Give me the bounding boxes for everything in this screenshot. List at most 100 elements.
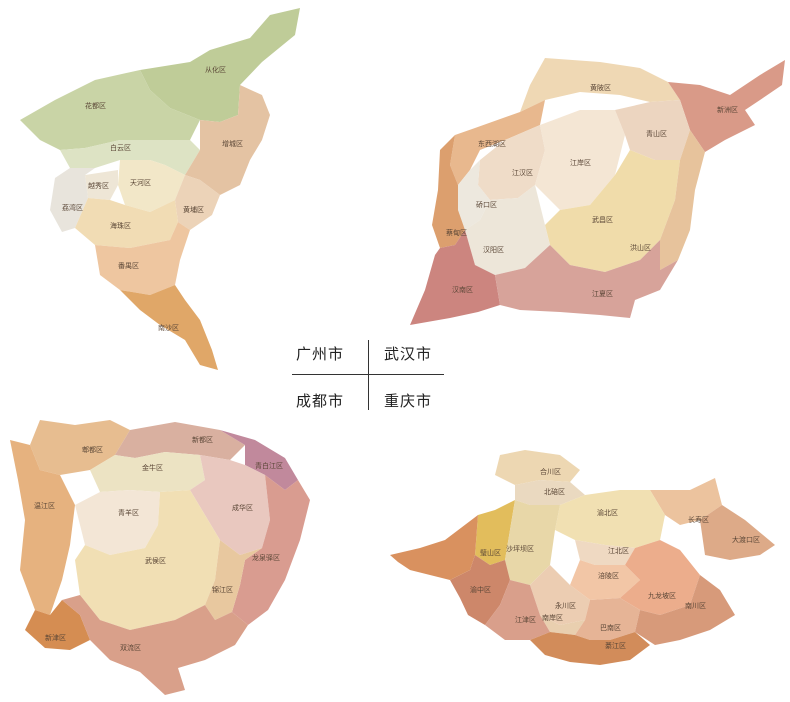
- region-wenjiang: [10, 440, 75, 615]
- label-shuangliu: 双流区: [120, 643, 141, 652]
- region-zengcheng: [185, 85, 270, 195]
- label-huadu: 花都区: [85, 101, 106, 110]
- label-changshou: 长寿区: [688, 515, 709, 524]
- region-chenghua: [190, 455, 270, 555]
- region-yubei: [555, 490, 665, 548]
- region-qingyang: [75, 490, 160, 555]
- label-hongshan: 洪山区: [630, 243, 651, 252]
- label-pidu: 郫都区: [82, 445, 103, 454]
- label-chongqing-city: 重庆市: [384, 392, 433, 410]
- guangzhou-labels: 从化区 花都区 白云区 增城区 天河区 越秀区 荔湾区 黄埔区 海珠区 番禺区 …: [62, 65, 243, 332]
- label-zengcheng: 增城区: [222, 139, 243, 148]
- label-yongchuan: 渝中区: [470, 585, 491, 594]
- label-jianghan: 江汉区: [512, 169, 533, 177]
- label-huangpu: 黄埔区: [183, 205, 204, 214]
- region-qingbaijiang: [220, 430, 298, 490]
- region-hechuan: [495, 450, 580, 485]
- region-wuchang: [545, 150, 680, 272]
- region-tianhe: [118, 160, 185, 212]
- region-panyu: [95, 222, 190, 295]
- label-banan: 巴南区: [600, 623, 621, 632]
- region-conghua: [140, 8, 300, 122]
- label-yuzhong: 涪陵区: [598, 571, 619, 580]
- region-beibei: [515, 480, 585, 505]
- region-huadu: [20, 70, 200, 150]
- wuhan-labels: 黄陂区 新洲区 东西湖区 江汉区 江岸区 青山区 硚口区 武昌区 蔡甸区 汉阳区…: [446, 83, 738, 298]
- map-chengdu: 郫都区 新都区 青白江区 金牛区 温江区 青羊区 成华区 武侯区 龙泉驿区 锦江…: [10, 420, 310, 695]
- region-shuangliu: [62, 595, 248, 695]
- region-nanchuan: [635, 575, 735, 645]
- region-huangpu: [175, 175, 220, 230]
- region-nansha: [120, 285, 218, 370]
- label-qingshan: 青山区: [646, 129, 667, 138]
- label-conghua: 从化区: [205, 65, 226, 74]
- label-xinzhou: 新洲区: [717, 105, 738, 114]
- region-longquanyi: [232, 475, 310, 625]
- label-liwan: 荔湾区: [62, 203, 83, 212]
- region-xindu: [115, 422, 245, 460]
- region-huangpi: [520, 58, 680, 112]
- label-hanyang: 汉阳区: [483, 245, 504, 254]
- map-guangzhou: 从化区 花都区 白云区 增城区 天河区 越秀区 荔湾区 黄埔区 海珠区 番禺区 …: [20, 8, 300, 370]
- label-dongxihu: 东西湖区: [478, 139, 506, 148]
- label-jiangxia: 江夏区: [592, 290, 613, 298]
- region-bishan: [475, 500, 515, 565]
- region-jiangxia: [495, 240, 678, 318]
- label-tianhe: 天河区: [130, 179, 151, 187]
- region-qijiang: [530, 632, 650, 665]
- label-chenghua: 成华区: [232, 503, 253, 512]
- label-dadukou: 南岸区: [542, 613, 563, 622]
- label-xindu: 新都区: [192, 435, 213, 444]
- label-bishan: 璧山区: [480, 548, 501, 557]
- region-xinjin: [25, 600, 90, 650]
- region-jianghan: [478, 125, 545, 200]
- region-yuzhong: [570, 560, 640, 600]
- label-jiangan: 江岸区: [570, 159, 591, 167]
- label-jiangbei: 江北区: [608, 547, 629, 555]
- label-qiaokou: 硚口区: [476, 201, 497, 209]
- label-qingyang: 青羊区: [118, 508, 139, 517]
- label-wuhan-city: 武汉市: [384, 345, 433, 363]
- region-jinjiang: [205, 540, 262, 620]
- label-wuhou: 武侯区: [145, 556, 166, 565]
- region-banan: [575, 598, 640, 640]
- region-jiangan: [535, 110, 625, 210]
- label-yubei: 渝北区: [597, 508, 618, 517]
- region-dongxihu: [450, 100, 545, 185]
- region-shapingba: [505, 500, 560, 585]
- region-nanan: [620, 540, 700, 615]
- region-hanyang: [465, 185, 550, 275]
- label-wuchang: 武昌区: [592, 215, 613, 224]
- region-jinniu: [90, 452, 205, 492]
- label-qingbaijiang: 青白江区: [255, 461, 283, 470]
- region-liwan: [50, 168, 95, 232]
- chengdu-labels: 郫都区 新都区 青白江区 金牛区 温江区 青羊区 成华区 武侯区 龙泉驿区 锦江…: [34, 435, 283, 652]
- label-chengdu-city: 成都市: [296, 392, 345, 410]
- region-baiyun: [60, 140, 200, 175]
- label-caidian: 蔡甸区: [446, 228, 467, 237]
- label-jiangjin: 江津区: [515, 616, 536, 624]
- label-longquanyi: 龙泉驿区: [252, 553, 280, 562]
- label-shapingba: 沙坪坝区: [506, 544, 534, 553]
- region-changshou: [650, 478, 722, 525]
- label-haizhu: 海珠区: [110, 221, 131, 230]
- label-hechuan: 合川区: [540, 467, 561, 476]
- label-qijiang: 綦江区: [605, 641, 626, 650]
- region-dadukou: [540, 615, 585, 635]
- region-caidian: [432, 135, 465, 248]
- region-jiangjin: [485, 580, 550, 640]
- map-wuhan: 黄陂区 新洲区 东西湖区 江汉区 江岸区 青山区 硚口区 武昌区 蔡甸区 汉阳区…: [410, 58, 785, 325]
- label-panyu: 番禺区: [118, 262, 139, 270]
- region-fuling: [700, 505, 775, 560]
- legend-divider-vertical: [368, 340, 369, 410]
- chongqing-labels: 合川区 北碚区 长寿区 渝北区 璧山区 沙坪坝区 大渡口区 江北区 涪陵区 渝中…: [470, 467, 760, 650]
- label-nansha: 南沙区: [158, 323, 179, 332]
- label-jinjiang: 锦江区: [212, 585, 233, 594]
- label-jinniu: 金牛区: [142, 463, 163, 472]
- legend-divider-horizontal: [292, 374, 444, 375]
- label-hannan: 汉南区: [452, 285, 473, 294]
- region-jiangbei: [575, 540, 635, 565]
- label-yuexiu: 越秀区: [88, 181, 109, 190]
- region-wuhou: [75, 490, 220, 630]
